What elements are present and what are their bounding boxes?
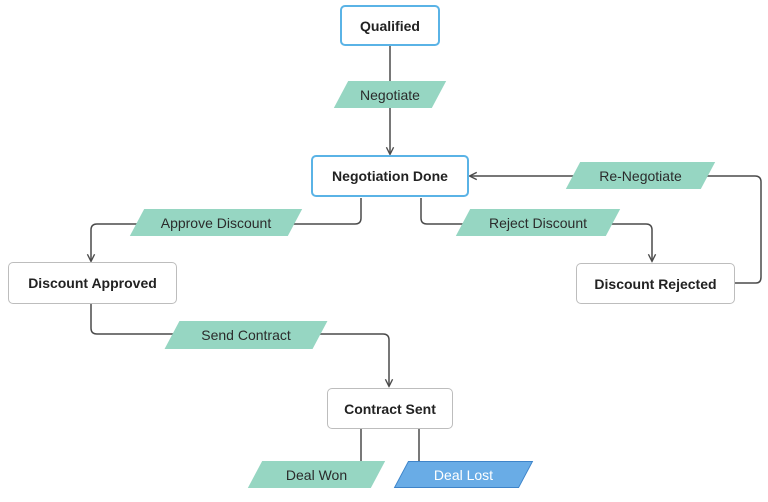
transition-label: Send Contract [201, 327, 291, 343]
state-contract-sent[interactable]: Contract Sent [327, 388, 453, 429]
transition-reject-discount[interactable]: Reject Discount [455, 209, 621, 236]
edge-rejected-to-negotiation [470, 176, 762, 284]
transition-label: Reject Discount [488, 214, 588, 231]
state-discount-approved[interactable]: Discount Approved [8, 262, 177, 304]
transition-approve-discount[interactable]: Approve Discount [129, 209, 303, 236]
state-label: Discount Rejected [594, 275, 717, 292]
state-discount-rejected[interactable]: Discount Rejected [576, 263, 735, 304]
transition-label: Negotiate [360, 86, 420, 103]
state-qualified[interactable]: Qualified [340, 5, 440, 46]
state-negotiation-done[interactable]: Negotiation Done [311, 155, 469, 197]
transition-label: Deal Lost [433, 466, 494, 483]
state-label: Negotiation Done [332, 168, 448, 184]
state-label: Qualified [360, 17, 420, 34]
transition-deal-won[interactable]: Deal Won [247, 461, 386, 488]
transition-label: Deal Won [285, 466, 348, 483]
transition-label: Re-Negotiate [599, 167, 682, 184]
transition-re-negotiate[interactable]: Re-Negotiate [565, 162, 716, 189]
state-label: Contract Sent [344, 400, 436, 417]
state-label: Discount Approved [28, 275, 157, 291]
transition-send-contract[interactable]: Send Contract [164, 321, 328, 349]
transition-label: Approve Discount [160, 214, 272, 231]
transition-deal-lost[interactable]: Deal Lost [393, 461, 534, 488]
transition-negotiate[interactable]: Negotiate [333, 81, 447, 108]
